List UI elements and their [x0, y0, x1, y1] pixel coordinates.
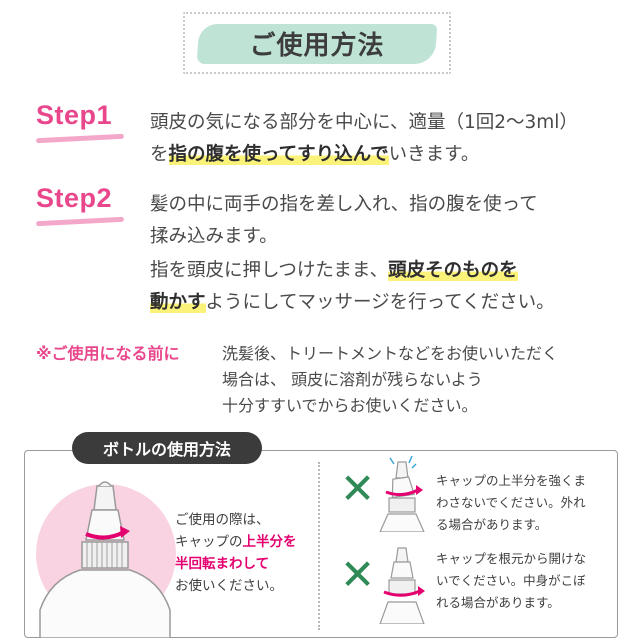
note-label: ※ご使用になる前に	[36, 344, 180, 363]
step1-line1: 頭皮の気になる部分を中心に、適量（1回2～3ml）	[150, 112, 578, 133]
box-divider	[318, 462, 320, 630]
step2-line4: 動かすようにしてマッサージを行ってください。	[150, 288, 555, 314]
step2-line2: 揉み込みます。	[150, 226, 278, 247]
step2-highlight-2: 動かす	[150, 292, 206, 313]
step2-label: Step2	[36, 183, 113, 213]
bottle-left-line1: ご使用の際は、	[175, 512, 270, 528]
warning1-line3: る場合があります。	[436, 517, 548, 532]
step2-highlight-1: 頭皮そのものを	[388, 260, 518, 281]
x-mark-icon: ✕	[340, 550, 376, 599]
step2-line3: 指を頭皮に押しつけたまま、頭皮そのものを	[150, 256, 518, 282]
bottle-open-base-icon	[379, 547, 425, 624]
step1-highlight: 指の腹を使ってすり込んで	[168, 144, 389, 165]
bottle-twist-strong-icon	[379, 455, 425, 532]
bottle-left-highlight-1: 上半分を	[242, 534, 297, 550]
warning2-line2: いでください。中身がこぼ	[436, 573, 586, 588]
step1-line2-pre: を	[150, 144, 169, 165]
warning2-line1: キャップを根元から開けな	[436, 551, 587, 566]
step2-underline	[35, 216, 125, 227]
x-mark-icon: ✕	[340, 464, 376, 513]
bottle-left-line4: お使いください。	[175, 578, 283, 594]
bottle-usage-box	[24, 450, 618, 638]
warning1-line1: キャップの上半分を強くま	[436, 473, 587, 488]
step2-line4-post: ようにしてマッサージを行ってください。	[205, 292, 555, 313]
step2-line1: 髪の中に両手の指を差し入れ、指の腹を使って	[150, 194, 538, 215]
bottle-illustration	[39, 481, 171, 638]
warning2-line3: れる場合があります。	[436, 595, 560, 610]
bottle-usage-heading: ボトルの使用方法	[72, 432, 262, 464]
bottle-left-line2: キャップの上半分を	[175, 530, 297, 550]
warning1-line2: わさないでください。外れ	[436, 495, 586, 510]
page-title: ご使用方法	[249, 30, 385, 61]
note-line-3: 十分すすいでからお使いください。	[222, 396, 478, 415]
step1-label: Step1	[36, 100, 113, 130]
title-frame	[183, 12, 451, 74]
step1-line2: を指の腹を使ってすり込んでいきます。	[150, 140, 479, 166]
step1-underline	[35, 133, 125, 144]
step2-line3-pre: 指を頭皮に押しつけたまま、	[150, 260, 389, 281]
note-line-1: 洗髪後、トリートメントなどをお使いいただく	[222, 344, 559, 363]
bottle-left-highlight-2: 半回転まわして	[175, 556, 270, 572]
note-line-2: 場合は、 頭皮に溶剤が残らないよう	[222, 370, 483, 389]
bottle-left-line2-pre: キャップの	[175, 534, 243, 550]
step1-line2-post: いきます。	[388, 144, 480, 165]
